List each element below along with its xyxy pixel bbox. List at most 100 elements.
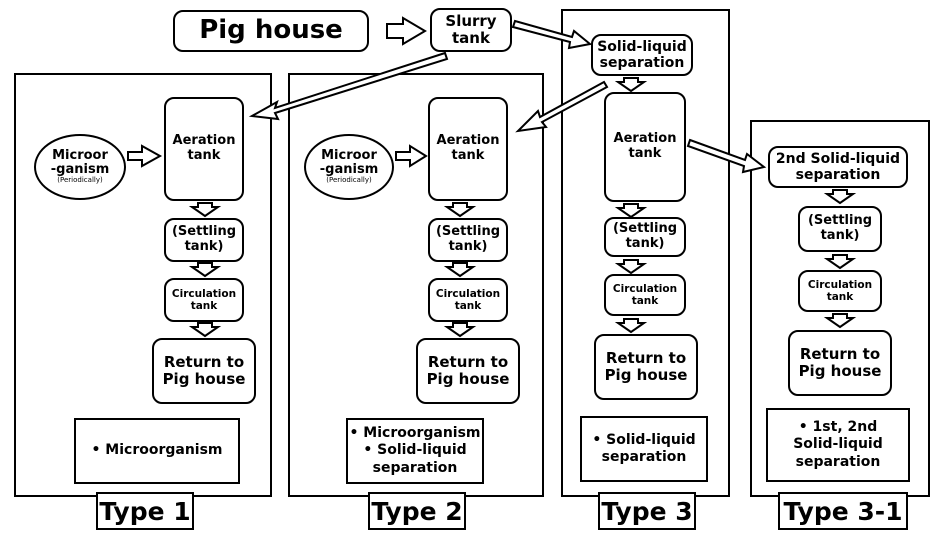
second-separation-box: 2nd Solid-liquid separation (768, 146, 908, 188)
aeration3-line1: Aeration (613, 131, 677, 147)
label-type1: Type 1 (96, 492, 194, 530)
down-arrow-t1-2 (188, 262, 222, 278)
down-arrow-t31-3 (823, 313, 857, 329)
down-arrow-t3-3 (614, 318, 648, 334)
down-arrow-t2-1 (443, 202, 477, 218)
circulation-line1: Circulation (171, 287, 237, 300)
note-type2: • Microorganism • Solid-liquid separatio… (346, 418, 484, 484)
aeration2-line2: tank (451, 148, 485, 163)
pig-house-box: Pig house (173, 10, 369, 52)
settling2-line1: (Settling (435, 224, 501, 240)
down-arrow-t3-0 (614, 77, 648, 93)
return-pig-house-type3-1: Return to Pig house (788, 330, 892, 396)
aeration-tank-type1: Aeration tank (164, 97, 244, 201)
arrow-pig-to-slurry (386, 16, 427, 46)
note-type2-line2: • Solid-liquid (363, 442, 467, 459)
arrow-type3-to-type3-1 (686, 138, 767, 174)
circulation-tank-type2: Circulation tank (428, 278, 508, 322)
note-type3: • Solid-liquid separation (580, 416, 708, 482)
micro-line2: -ganism (50, 162, 110, 178)
note-type31-line1: • 1st, 2nd (798, 418, 878, 435)
note-type31-line2: Solid-liquid (793, 436, 883, 453)
return2-line2: Pig house (426, 370, 510, 388)
down-arrow-t2-3 (443, 322, 477, 338)
circulation31-line1: Circulation (807, 278, 873, 291)
return3-line2: Pig house (604, 366, 688, 384)
second-separation-line2: separation (795, 167, 881, 183)
settling31-line1: (Settling (807, 213, 873, 229)
settling2-line2: tank) (448, 239, 488, 254)
pig-house-label: Pig house (199, 15, 343, 46)
micro2-line1: Microor (321, 147, 377, 163)
circulation2-line2: tank (454, 300, 482, 312)
separation-line1: Solid-liquid (597, 38, 687, 55)
arrow-micro-to-aeration-1 (127, 144, 163, 168)
aeration-line1: Aeration (172, 133, 236, 149)
circulation31-line2: tank (826, 291, 854, 303)
return-pig-house-type2: Return to Pig house (416, 338, 520, 404)
settling-tank-type3: (Settling tank) (604, 217, 686, 257)
return-pig-house-type1: Return to Pig house (152, 338, 256, 404)
slurry-tank-line1: Slurry (445, 11, 497, 30)
second-separation-line1: 2nd Solid-liquid (775, 150, 901, 167)
circulation-tank-type3: Circulation tank (604, 274, 686, 316)
slurry-tank-box: Slurry tank (430, 8, 512, 52)
separation-line2: separation (599, 55, 685, 71)
micro2-line2: -ganism (319, 162, 379, 178)
aeration2-line1: Aeration (436, 133, 500, 149)
note-type1-text: • Microorganism (91, 442, 223, 459)
circulation-tank-type3-1: Circulation tank (798, 270, 882, 312)
aeration-line2: tank (187, 148, 221, 163)
label-type3-1: Type 3-1 (778, 492, 908, 530)
circulation-tank-type1: Circulation tank (164, 278, 244, 322)
label-type3-1-text: Type 3-1 (783, 496, 903, 526)
aeration-tank-type3: Aeration tank (604, 92, 686, 202)
down-arrow-t3-2 (614, 259, 648, 275)
aeration-tank-type2: Aeration tank (428, 97, 508, 201)
settling3-line1: (Settling (612, 221, 678, 237)
settling3-line2: tank) (625, 236, 665, 251)
return3-line1: Return to (605, 348, 687, 367)
note-type2-line3: separation (372, 459, 458, 476)
microorganism-ellipse-type2: Microor -ganism (Periodically) (304, 134, 394, 200)
down-arrow-t1-1 (188, 202, 222, 218)
arrow-micro-to-aeration-2 (395, 144, 428, 168)
slurry-tank-line2: tank (452, 29, 490, 47)
microorganism-ellipse-type1: Microor -ganism (Periodically) (34, 134, 126, 200)
note-type1: • Microorganism (74, 418, 240, 484)
label-type3-text: Type 3 (601, 496, 693, 526)
return31-line1: Return to (799, 344, 881, 363)
label-type3: Type 3 (598, 492, 696, 530)
circulation3-line1: Circulation (612, 282, 678, 295)
down-arrow-t31-2 (823, 254, 857, 270)
settling-line1: (Settling (171, 224, 237, 240)
return-line1: Return to (163, 352, 245, 371)
label-type2-text: Type 2 (371, 496, 463, 526)
note-type3-1: • 1st, 2nd Solid-liquid separation (766, 408, 910, 482)
circulation3-line2: tank (631, 295, 659, 307)
arrow-slurry-to-type1 (248, 51, 449, 121)
down-arrow-t3-1 (614, 203, 648, 219)
return-line2: Pig house (162, 370, 246, 388)
note-type2-line1: • Microorganism (349, 424, 481, 441)
down-arrow-t1-3 (188, 322, 222, 338)
return31-line2: Pig house (798, 362, 882, 380)
return2-line1: Return to (427, 352, 509, 371)
micro-line3: (Periodically) (57, 176, 103, 185)
note-type3-line2: separation (601, 449, 687, 465)
label-type1-text: Type 1 (99, 496, 191, 526)
circulation2-line1: Circulation (435, 287, 501, 300)
note-type31-line3: separation (795, 453, 881, 470)
settling-tank-type2: (Settling tank) (428, 218, 508, 262)
arrow-slurry-to-separation (511, 19, 593, 50)
down-arrow-t2-2 (443, 262, 477, 278)
solid-liquid-separation-box: Solid-liquid separation (591, 34, 693, 76)
settling-line2: tank) (184, 239, 224, 254)
circulation-line2: tank (190, 300, 218, 312)
micro2-line3: (Periodically) (326, 176, 372, 185)
down-arrow-t31-1 (823, 189, 857, 205)
label-type2: Type 2 (368, 492, 466, 530)
settling-tank-type3-1: (Settling tank) (798, 206, 882, 252)
arrow-separation-to-type2 (515, 80, 609, 133)
